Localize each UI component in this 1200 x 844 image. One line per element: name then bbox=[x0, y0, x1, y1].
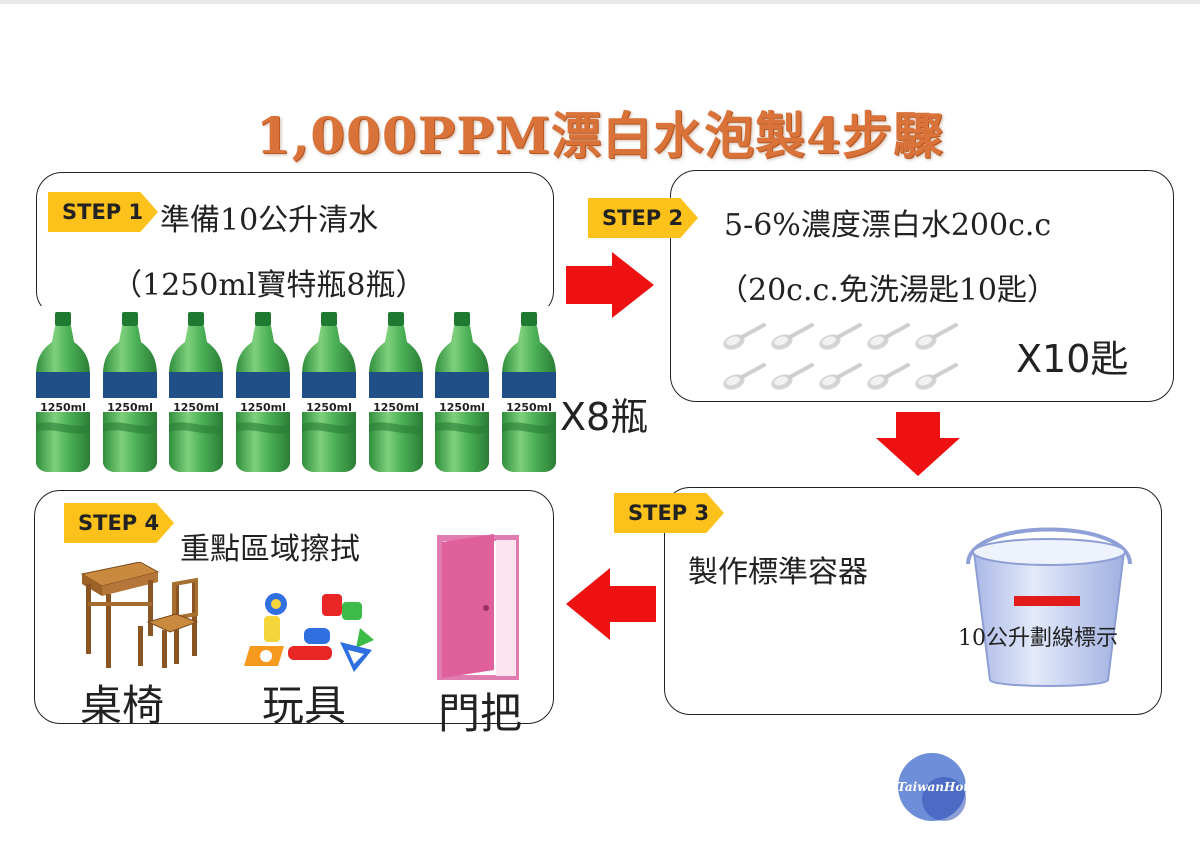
spoon-icon bbox=[819, 363, 862, 390]
step1-line1: 準備10公升清水 bbox=[160, 203, 379, 238]
step4-item-1: 玩具 bbox=[262, 681, 347, 730]
bottle-icon bbox=[169, 312, 223, 472]
bottle-icon bbox=[103, 312, 157, 472]
toys-icon bbox=[244, 593, 374, 672]
spoon-icon bbox=[723, 363, 766, 390]
step1-line2: （1250ml寶特瓶8瓶） bbox=[112, 268, 426, 303]
spoon-icon bbox=[819, 323, 862, 350]
step1-multiplier: X8瓶 bbox=[560, 395, 649, 439]
spoon-icon bbox=[915, 363, 958, 390]
bottle-label: 1250ml bbox=[306, 401, 352, 414]
desk-chair-icon bbox=[80, 562, 198, 668]
taiwanhot-logo bbox=[898, 753, 966, 821]
step1-badge: STEP 1 bbox=[48, 192, 158, 232]
step2-line1: 5-6%濃度漂白水200c.c bbox=[724, 208, 1052, 243]
step4-badge: STEP 4 bbox=[64, 503, 174, 543]
bucket-icon bbox=[966, 527, 1132, 687]
bottle-label: 1250ml bbox=[506, 401, 552, 414]
bottle-icon bbox=[369, 312, 423, 472]
taiwanhot-logo-text: TaiwanHot bbox=[897, 780, 969, 794]
page-title: 1,000PPM漂白水泡製4步驟 bbox=[256, 106, 944, 165]
bottle-label: 1250ml bbox=[107, 401, 153, 414]
bottle-label: 1250ml bbox=[240, 401, 286, 414]
step2-multiplier: X10匙 bbox=[1016, 337, 1129, 381]
spoon-icon bbox=[723, 323, 766, 350]
spoon-icon bbox=[771, 363, 814, 390]
step2-badge: STEP 2 bbox=[588, 198, 698, 238]
step4-line1: 重點區域擦拭 bbox=[180, 532, 360, 567]
step4-item-2: 門把 bbox=[438, 689, 523, 738]
step3-line1: 製作標準容器 bbox=[688, 555, 868, 590]
step3-bucket-label: 10公升劃線標示 bbox=[958, 626, 1118, 651]
bottle-label: 1250ml bbox=[439, 401, 485, 414]
arrow-left-icon bbox=[566, 568, 656, 640]
bottle-icon bbox=[36, 312, 90, 472]
step2-panel bbox=[670, 170, 1174, 402]
spoon-icon bbox=[771, 323, 814, 350]
bottle-icon bbox=[236, 312, 290, 472]
arrow-right-icon bbox=[566, 252, 654, 318]
arrow-down-icon bbox=[876, 412, 960, 476]
bottle-icon bbox=[302, 312, 356, 472]
bottle-label: 1250ml bbox=[173, 401, 219, 414]
top-divider bbox=[0, 0, 1200, 4]
door-icon bbox=[437, 534, 519, 680]
bottle-label: 1250ml bbox=[40, 401, 86, 414]
bottle-icon bbox=[435, 312, 489, 472]
step2-line2: （20c.c.免洗湯匙10匙） bbox=[718, 273, 1058, 308]
spoon-icon bbox=[915, 323, 958, 350]
spoon-icon bbox=[867, 363, 910, 390]
step3-badge: STEP 3 bbox=[614, 493, 724, 533]
spoon-icon bbox=[867, 323, 910, 350]
bottle-icon bbox=[502, 312, 556, 472]
step4-item-0: 桌椅 bbox=[80, 681, 165, 730]
bottle-label: 1250ml bbox=[373, 401, 419, 414]
